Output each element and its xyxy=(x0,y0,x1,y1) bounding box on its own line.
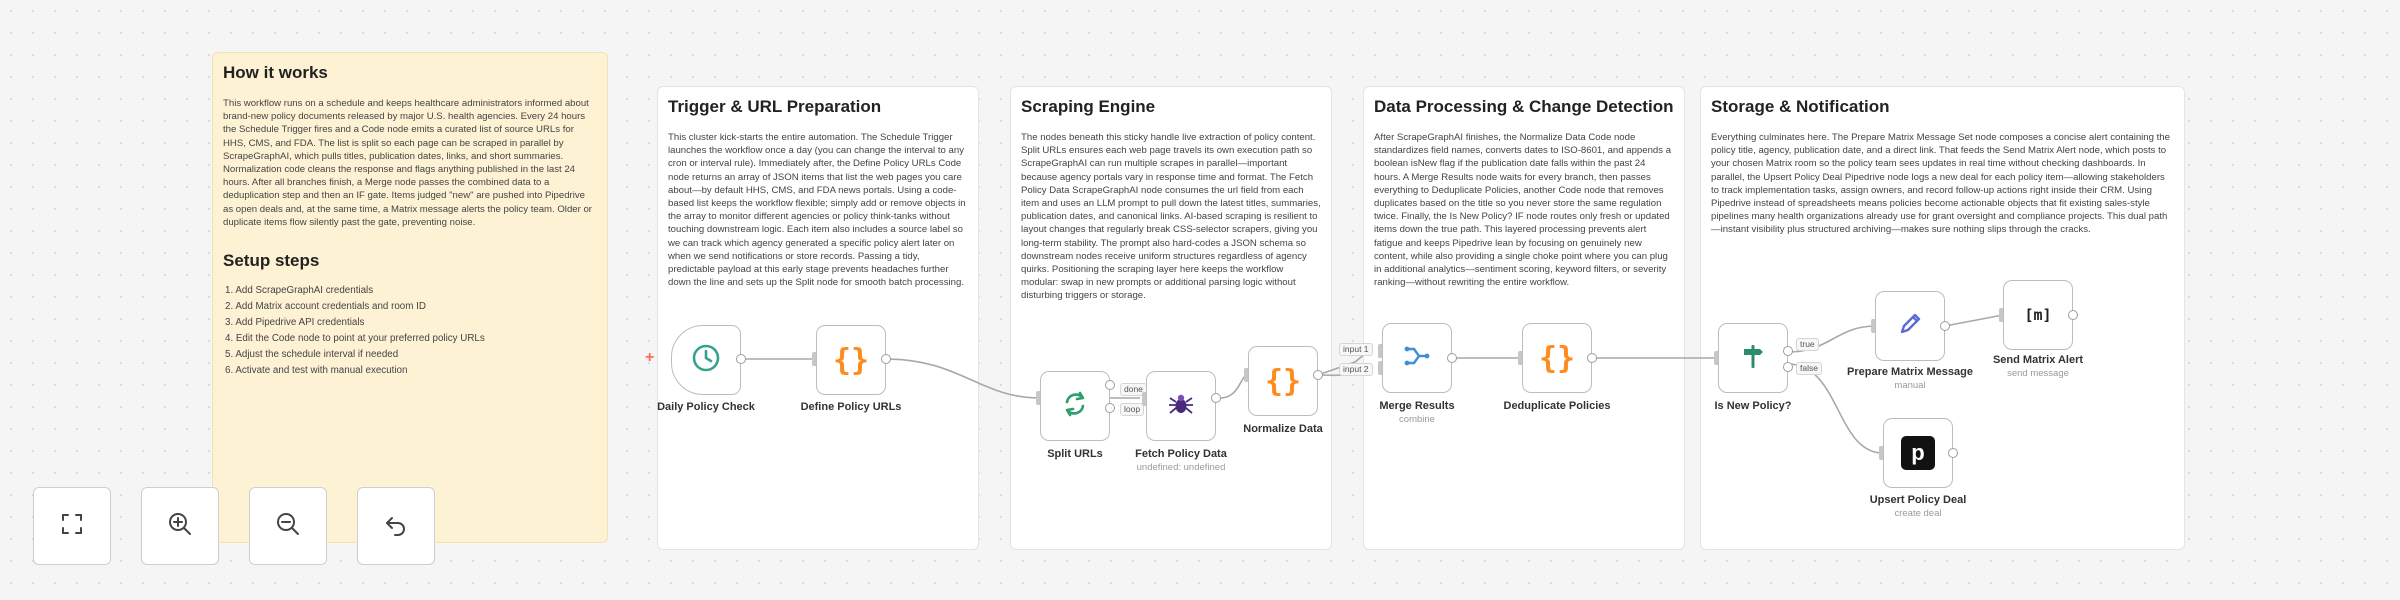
output-port[interactable] xyxy=(1948,448,1958,458)
undo-button[interactable] xyxy=(357,487,435,565)
matrix-logo-icon: [m] xyxy=(2024,306,2052,324)
node-fetch-policy-data[interactable] xyxy=(1146,371,1216,441)
output-port[interactable] xyxy=(1940,321,1950,331)
node-subtitle: manual xyxy=(1894,380,1926,391)
clock-icon xyxy=(691,343,721,378)
zoom-in-button[interactable] xyxy=(141,487,219,565)
node-prepare-matrix-message[interactable] xyxy=(1875,291,1945,361)
input-port[interactable] xyxy=(812,352,819,366)
setup-step: 5. Adjust the schedule interval if neede… xyxy=(225,349,399,361)
node-define-policy-urls[interactable]: {} xyxy=(816,325,886,395)
output-port[interactable] xyxy=(881,354,891,364)
output-port[interactable] xyxy=(736,354,746,364)
section-body: This cluster kick-starts the entire auto… xyxy=(668,132,966,289)
section-body: After ScrapeGraphAI finishes, the Normal… xyxy=(1374,132,1672,289)
input-port[interactable] xyxy=(1714,351,1721,365)
node-label: Split URLs xyxy=(1047,448,1103,460)
fit-view-icon xyxy=(57,509,87,544)
zoom-in-icon xyxy=(165,509,195,544)
setup-step: 3. Add Pipedrive API credentials xyxy=(225,317,365,329)
node-label: Normalize Data xyxy=(1243,423,1323,435)
node-subtitle: create deal xyxy=(1894,508,1942,519)
input-port[interactable] xyxy=(1378,361,1385,375)
input-port[interactable] xyxy=(1879,446,1886,460)
node-normalize-data[interactable]: {} xyxy=(1248,346,1318,416)
section-trigger-sticky[interactable]: Trigger & URL Preparation This cluster k… xyxy=(657,86,979,550)
setup-title: Setup steps xyxy=(223,251,320,271)
setup-step: 2. Add Matrix account credentials and ro… xyxy=(225,301,426,313)
output-port[interactable] xyxy=(2068,310,2078,320)
branch-label: done xyxy=(1120,383,1147,396)
undo-icon xyxy=(381,509,411,544)
output-port[interactable] xyxy=(1783,346,1793,356)
section-scraping-sticky[interactable]: Scraping Engine The nodes beneath this s… xyxy=(1010,86,1332,550)
node-is-new-policy[interactable] xyxy=(1718,323,1788,393)
node-label: Send Matrix Alert xyxy=(1992,354,2084,366)
input-label: input 1 xyxy=(1339,343,1373,356)
output-port[interactable] xyxy=(1447,353,1457,363)
merge-icon xyxy=(1402,341,1432,376)
setup-step: 1. Add ScrapeGraphAI credentials xyxy=(225,285,374,297)
section-processing-sticky[interactable]: Data Processing & Change Detection After… xyxy=(1363,86,1685,550)
input-port[interactable] xyxy=(1378,344,1385,358)
branch-label: false xyxy=(1796,362,1822,375)
branch-label: true xyxy=(1796,338,1819,351)
code-braces-icon: {} xyxy=(1264,363,1302,399)
input-port[interactable] xyxy=(1518,351,1525,365)
node-label: Fetch Policy Data xyxy=(1135,448,1227,460)
node-subtitle: undefined: undefined xyxy=(1136,462,1226,473)
spider-icon xyxy=(1166,389,1196,424)
node-label: Merge Results xyxy=(1379,400,1455,412)
node-label: Upsert Policy Deal xyxy=(1869,494,1967,506)
pipedrive-logo-icon: p xyxy=(1901,436,1935,470)
section-body: Everything culminates here. The Prepare … xyxy=(1711,132,2170,236)
node-upsert-policy-deal[interactable]: p xyxy=(1883,418,1953,488)
fit-view-button[interactable] xyxy=(33,487,111,565)
node-send-matrix-alert[interactable]: [m] xyxy=(2003,280,2073,350)
output-port[interactable] xyxy=(1587,353,1597,363)
node-merge-results[interactable] xyxy=(1382,323,1452,393)
output-port[interactable] xyxy=(1105,380,1115,390)
input-port[interactable] xyxy=(1036,391,1043,405)
node-label: Define Policy URLs xyxy=(800,401,902,413)
input-port[interactable] xyxy=(1999,308,2006,322)
zoom-out-button[interactable] xyxy=(249,487,327,565)
node-label: Deduplicate Policies xyxy=(1503,400,1611,412)
pencil-icon xyxy=(1895,309,1925,344)
node-subtitle: send message xyxy=(2007,368,2069,379)
input-port[interactable] xyxy=(1871,319,1878,333)
setup-step: 6. Activate and test with manual executi… xyxy=(225,365,408,377)
setup-steps: 1. Add ScrapeGraphAI credentials 2. Add … xyxy=(223,283,597,379)
code-braces-icon: {} xyxy=(1538,340,1576,376)
node-label: Prepare Matrix Message xyxy=(1847,366,1973,378)
if-signpost-icon xyxy=(1738,341,1768,376)
branch-label: loop xyxy=(1120,403,1145,416)
node-subtitle: combine xyxy=(1399,414,1435,425)
code-braces-icon: {} xyxy=(832,342,870,378)
input-port[interactable] xyxy=(1244,368,1251,382)
add-trigger-plus-icon[interactable]: + xyxy=(645,349,655,366)
setup-step: 4. Edit the Code node to point at your p… xyxy=(225,333,485,345)
input-label: input 2 xyxy=(1339,363,1373,376)
output-port[interactable] xyxy=(1105,403,1115,413)
intro-sticky-note[interactable]: How it works This workflow runs on a sch… xyxy=(212,52,608,543)
section-title: Data Processing & Change Detection xyxy=(1374,97,1674,116)
output-port[interactable] xyxy=(1783,362,1793,372)
node-split-urls[interactable] xyxy=(1040,371,1110,441)
node-label: Is New Policy? xyxy=(1714,400,1792,412)
section-title: Scraping Engine xyxy=(1021,97,1156,116)
split-arrows-icon xyxy=(1060,389,1090,424)
section-body: The nodes beneath this sticky handle liv… xyxy=(1021,132,1321,302)
intro-body: This workflow runs on a schedule and kee… xyxy=(223,98,593,228)
section-title: Storage & Notification xyxy=(1711,97,1890,116)
output-port[interactable] xyxy=(1211,393,1221,403)
output-port[interactable] xyxy=(1313,370,1323,380)
node-label: Daily Policy Check xyxy=(657,401,755,413)
node-daily-policy-check[interactable] xyxy=(671,325,741,395)
intro-title: How it works xyxy=(223,63,328,82)
input-port[interactable] xyxy=(1142,392,1149,406)
zoom-out-icon xyxy=(273,509,303,544)
node-deduplicate-policies[interactable]: {} xyxy=(1522,323,1592,393)
section-title: Trigger & URL Preparation xyxy=(668,97,882,116)
